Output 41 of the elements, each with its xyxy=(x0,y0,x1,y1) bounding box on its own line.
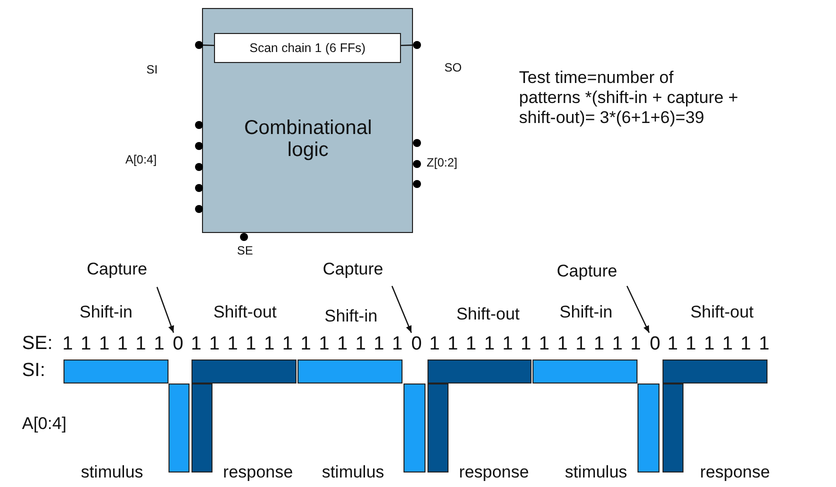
pin-label: A[0:4] xyxy=(125,153,157,167)
phase-label: response xyxy=(700,464,770,482)
bit-sequence: 1 1 1 1 1 1 1 1 1 1 1 1 xyxy=(429,334,642,356)
connector xyxy=(626,286,650,333)
connector xyxy=(156,286,174,333)
block-title: Combinational logic xyxy=(243,117,373,161)
connector xyxy=(202,44,214,46)
phase-label: Capture xyxy=(86,260,148,280)
connector xyxy=(400,44,414,46)
bit-value: 0 xyxy=(411,334,422,356)
phase-label: stimulus xyxy=(80,464,144,482)
pin-dot xyxy=(413,41,421,49)
bit-sequence: 1 1 1 1 1 1 1 1 1 1 1 1 xyxy=(190,334,404,356)
phase-label: Shift-out xyxy=(690,304,754,322)
phase-label: response xyxy=(223,464,293,482)
scan-chain-box: Scan chain 1 (6 FFs) xyxy=(214,33,401,63)
phase-label: stimulus xyxy=(564,464,628,482)
note-text: Test time=number of patterns *(shift-in + capture + shift-out)= 3*(6+1+6)=39 xyxy=(519,68,739,128)
bit-sequence: 1 1 1 1 1 1 xyxy=(62,334,166,356)
phase-label: Shift-in xyxy=(80,304,132,322)
signal-name: SI: xyxy=(22,361,46,382)
pin-dot xyxy=(195,41,203,49)
signal-name: A[0:4] xyxy=(22,415,66,434)
pin-label: SE xyxy=(237,244,253,258)
signal-name: SE: xyxy=(22,334,53,355)
phase-label: response xyxy=(459,464,529,482)
bit-value: 0 xyxy=(172,334,184,356)
phase-label: Shift-in xyxy=(560,304,612,322)
phase-label: Shift-out xyxy=(213,304,277,322)
pin-label: SI xyxy=(146,63,158,77)
bit-sequence: 1 1 1 1 1 1 xyxy=(667,334,771,356)
logic-block xyxy=(202,8,413,233)
phase-label: Capture xyxy=(322,260,384,280)
phase-label: Shift-in xyxy=(324,308,378,326)
phase-label: Capture xyxy=(556,262,618,282)
phase-label: Shift-out xyxy=(456,306,520,324)
phase-label: stimulus xyxy=(322,464,384,482)
connector xyxy=(391,286,412,333)
bit-value: 0 xyxy=(650,334,660,356)
pin-label: Z[0:2] xyxy=(426,156,458,170)
pin-label: SO xyxy=(444,61,462,75)
